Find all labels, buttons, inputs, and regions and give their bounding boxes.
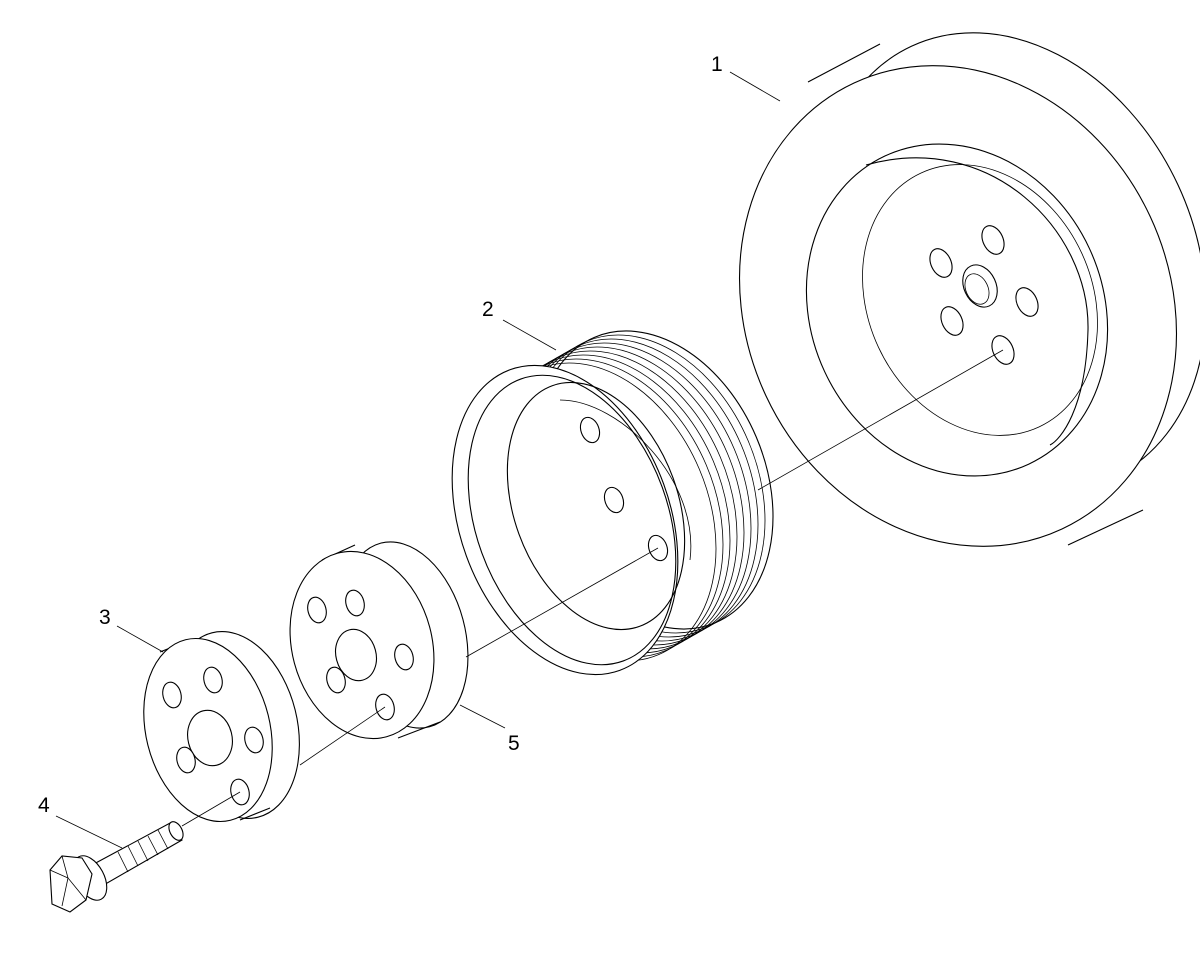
callout-5: 5 — [508, 732, 520, 755]
callout-1: 1 — [711, 53, 723, 76]
callout-3: 3 — [99, 606, 111, 629]
damper-pulley-icon — [738, 32, 1200, 547]
assembly-axis-lines — [181, 349, 1004, 827]
washer-plate-icon — [143, 631, 300, 823]
ribbed-belt-pulley-icon — [451, 330, 774, 676]
leader-lines — [55, 71, 781, 849]
hex-flange-bolt-icon — [49, 821, 184, 913]
callout-4: 4 — [38, 794, 50, 817]
callout-2: 2 — [482, 298, 494, 321]
spacer-hub-icon — [289, 541, 469, 740]
